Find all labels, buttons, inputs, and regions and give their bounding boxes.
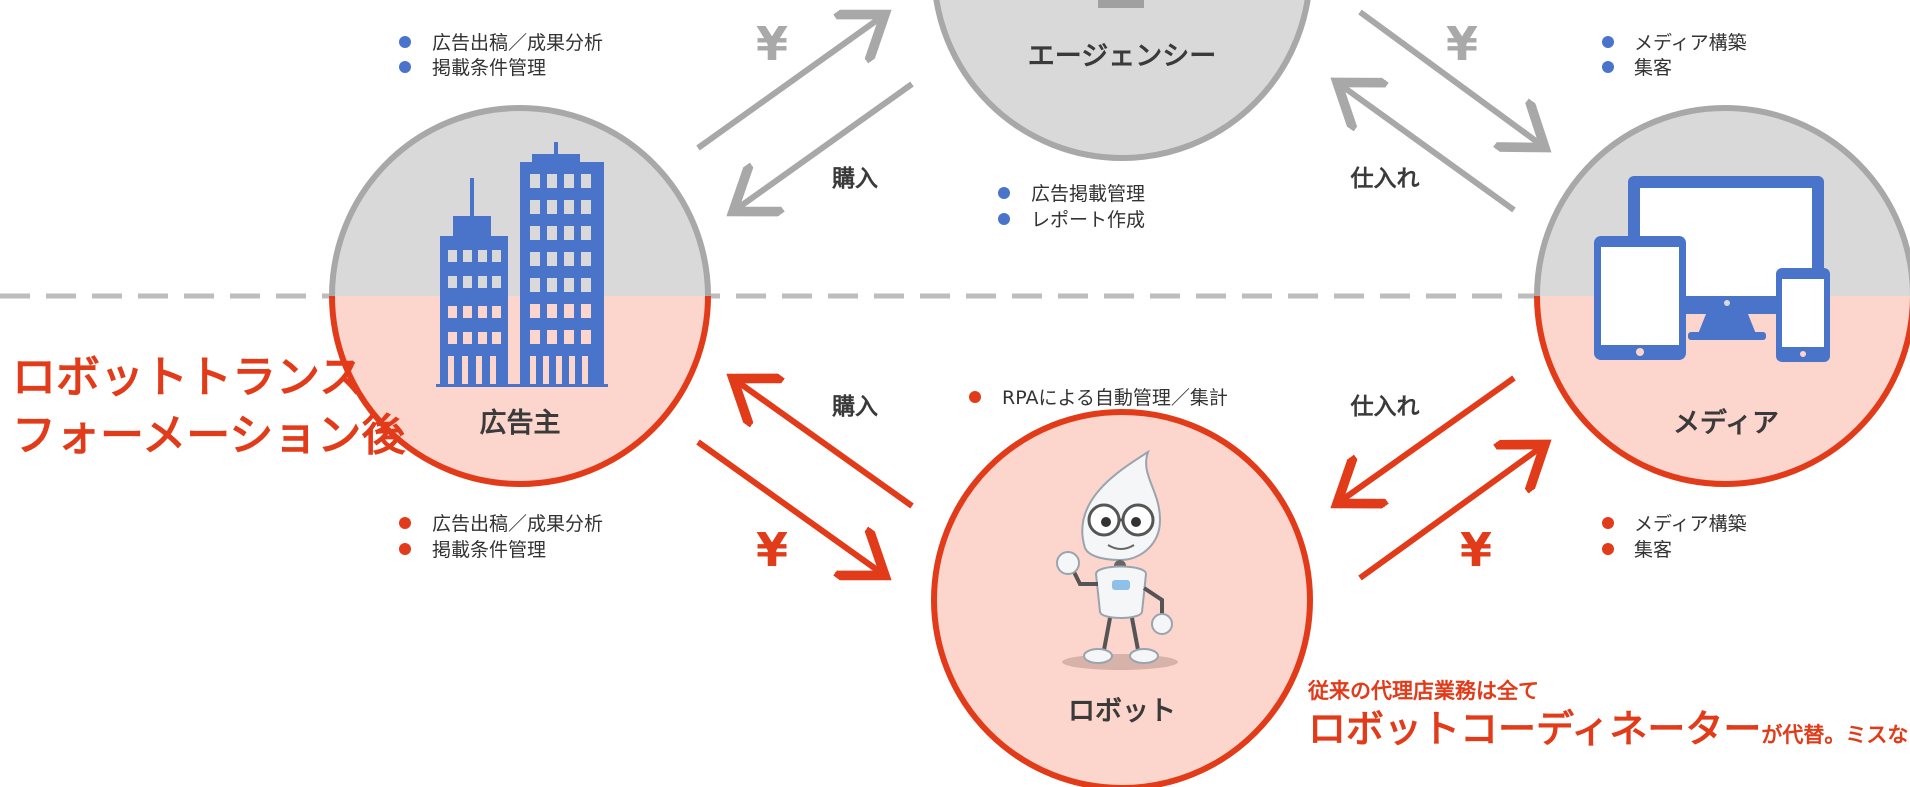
- arrow-robot-to-media: [1358, 448, 1540, 581]
- agency-icon-stub: [1098, 0, 1144, 8]
- arrow-agency-to-advertiser: [738, 81, 914, 208]
- bullet-item: 集客: [1634, 57, 1672, 79]
- agency-node: エージェンシー: [933, 0, 1311, 161]
- bullet-item: RPAによる自動管理／集計: [1002, 387, 1228, 409]
- bullet-item: 掲載条件管理: [432, 57, 546, 79]
- section-title-line1: ロボットトランス: [12, 352, 363, 403]
- bullets-agency: 広告掲載管理 レポート作成: [998, 183, 1145, 231]
- yen-top-left: ¥: [756, 17, 788, 71]
- bullet-item: 集客: [1634, 539, 1672, 561]
- tagline-suffix: が代替。ミスなく速い。: [1761, 723, 1910, 747]
- arrow-robot-to-advertiser: [738, 382, 914, 509]
- tagline-line2: ロボットコーディネーターが代替。ミスなく速い。: [1308, 707, 1910, 751]
- devices-icon: [1594, 176, 1830, 362]
- edge-label-top-left: 購入: [832, 166, 878, 192]
- arrow-agency-to-media: [1358, 9, 1540, 144]
- bullet-item: 広告出稿／成果分析: [432, 513, 603, 535]
- arrow-advertiser-to-agency: [696, 18, 880, 151]
- edge-label-bottom-left: 購入: [832, 394, 878, 420]
- edge-label-top-right: 仕入れ: [1350, 165, 1420, 192]
- section-title-line2: フォーメーション後: [12, 410, 406, 461]
- tagline-line1: 従来の代理店業務は全て: [1307, 679, 1539, 703]
- robot-mascot-icon: [1056, 449, 1178, 670]
- bullets-media-bottom: メディア構築 集客: [1602, 513, 1747, 561]
- bullet-item: 掲載条件管理: [432, 539, 546, 561]
- yen-bottom-right: ¥: [1460, 523, 1492, 577]
- bullet-item: レポート作成: [1031, 209, 1145, 231]
- bullets-media-top: メディア構築 集客: [1602, 32, 1747, 79]
- arrow-media-to-agency: [1342, 86, 1516, 213]
- bullet-item: メディア構築: [1634, 32, 1747, 54]
- robot-node: ロボット: [931, 409, 1313, 787]
- edge-label-bottom-right: 仕入れ: [1350, 393, 1420, 420]
- yen-bottom-left: ¥: [756, 523, 788, 577]
- bullet-item: 広告出稿／成果分析: [432, 32, 603, 54]
- bullets-advertiser-bottom: 広告出稿／成果分析 掲載条件管理: [399, 513, 603, 561]
- bullets-advertiser-top: 広告出稿／成果分析 掲載条件管理: [399, 32, 603, 79]
- bullet-item: メディア構築: [1634, 513, 1747, 535]
- arrow-media-to-robot: [1342, 375, 1516, 500]
- advertiser-label: 広告主: [480, 407, 561, 439]
- robot-label: ロボット: [1068, 696, 1176, 727]
- media-label: メディア: [1673, 407, 1779, 439]
- yen-top-right: ¥: [1446, 17, 1478, 71]
- bullets-robot: RPAによる自動管理／集計: [969, 387, 1228, 409]
- media-node: メディア: [1534, 105, 1910, 487]
- building-icon: [436, 142, 608, 387]
- tagline-highlight: ロボットコーディネーター: [1308, 707, 1761, 751]
- agency-label: エージェンシー: [1028, 41, 1216, 72]
- bullet-item: 広告掲載管理: [1031, 183, 1145, 205]
- arrow-advertiser-to-robot: [696, 439, 880, 572]
